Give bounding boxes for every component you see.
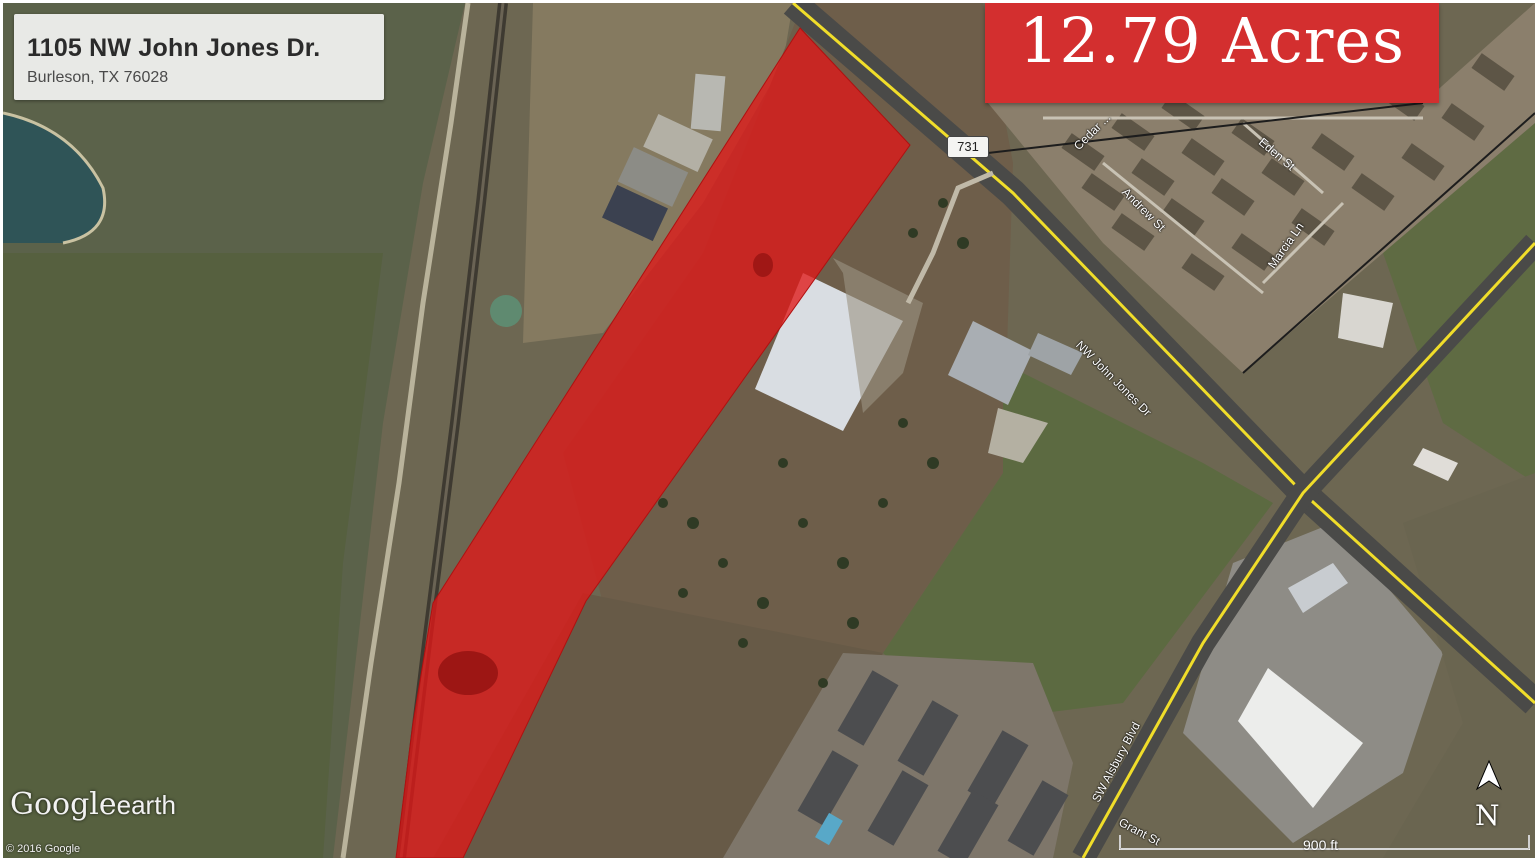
storage-lot — [988, 408, 1048, 463]
parcel-dark-spot — [438, 651, 498, 695]
copyright-notice: © 2016 Google — [6, 843, 81, 855]
highway-shield-731: 731 — [947, 136, 989, 158]
corner-restaurant — [1413, 448, 1458, 481]
yard-building-3 — [617, 147, 689, 207]
google-earth-logo: Googleearth — [10, 787, 176, 822]
satellite-map[interactable] — [3, 3, 1535, 858]
shopping-center-lot — [1183, 523, 1443, 843]
northeast-field — [1383, 123, 1535, 483]
yard-building-1 — [690, 73, 726, 132]
hwy-731-spur — [905, 170, 994, 305]
neighborhood-streets — [1043, 116, 1423, 295]
scale-bar — [1119, 835, 1530, 850]
street-address: 1105 NW John Jones Dr. — [27, 34, 321, 62]
parcel-outline — [395, 27, 911, 858]
pond-edge — [3, 111, 107, 245]
nw-john-jones-centerline — [792, 3, 1535, 705]
map-frame[interactable]: NW John Jones Dr SW Alsbury Blvd Cedar .… — [3, 3, 1535, 858]
gas-station-canopy — [1288, 563, 1348, 613]
apartment-buildings — [797, 670, 1069, 858]
gravel-road — [340, 3, 471, 858]
city-state-zip: Burleson, TX 76028 — [27, 69, 169, 86]
west-field-south — [3, 253, 383, 858]
logo-google-text: Google — [10, 787, 117, 822]
se-field — [1383, 473, 1535, 858]
scale-label: 900 ft — [1303, 837, 1339, 853]
sw-alsbury-centerline — [1081, 241, 1535, 858]
acreage-text: 12.79 Acres — [1019, 4, 1405, 77]
house-blocks — [1061, 53, 1515, 291]
corner-store — [1338, 293, 1393, 348]
solar-array — [602, 184, 668, 242]
small-building — [1028, 333, 1083, 375]
yard-pond — [490, 295, 522, 327]
trees — [658, 198, 969, 688]
office-building — [948, 321, 1033, 405]
pond — [3, 113, 105, 243]
retail-store-roof — [1238, 668, 1363, 808]
acreage-banner: 12.79 Acres — [985, 3, 1439, 103]
north-arrow-icon — [1475, 759, 1503, 791]
address-label-box: 1105 NW John Jones Dr. Burleson, TX 7602… — [14, 14, 384, 100]
east-green-field — [883, 363, 1273, 723]
yard-building-2 — [643, 114, 713, 172]
parcel-dark-spot-2 — [753, 253, 773, 277]
warehouse-lot — [833, 258, 923, 413]
neighborhood-boundary — [987, 102, 1535, 374]
logo-earth-text: earth — [116, 790, 176, 820]
north-letter: N — [1475, 799, 1500, 832]
residential-neighborhood — [988, 3, 1535, 373]
apartment-pool — [815, 812, 843, 846]
